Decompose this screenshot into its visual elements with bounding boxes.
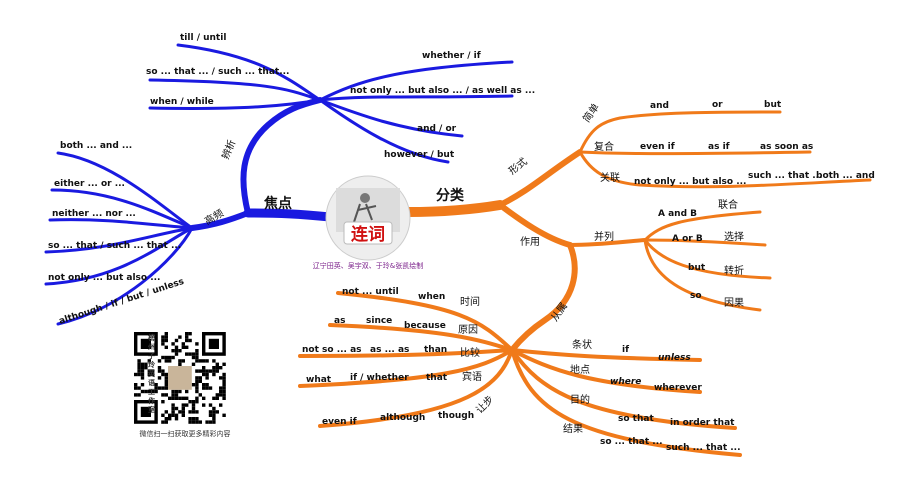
blue-item: not only ... but also ... / as well as .… xyxy=(350,86,535,96)
sub-item: what xyxy=(306,375,332,385)
form-label: 形式 xyxy=(506,155,530,178)
qr-side-text: 榜州子玲英语工作室 xyxy=(147,333,156,414)
center-node: 连词 xyxy=(326,176,410,260)
sub-cn: 结果 xyxy=(563,422,583,435)
coordinate-cn: 联合 xyxy=(718,198,738,211)
sub-item: when xyxy=(418,292,445,302)
qr-caption: 微信扫一扫获取更多精彩内容 xyxy=(140,429,231,438)
sub-item: wherever xyxy=(654,383,702,393)
sub-item: in order that xyxy=(670,418,735,428)
sub-item: not so ... as xyxy=(302,345,362,355)
coordinate-cn: 转折 xyxy=(724,264,744,277)
simple-label: 简单 xyxy=(580,101,602,125)
sub-item: than xyxy=(424,345,447,355)
orange-item: both ... and xyxy=(816,171,875,181)
sub-cn: 地点 xyxy=(570,363,590,376)
sub-cn: 目的 xyxy=(570,393,590,406)
sub-item: as ... as xyxy=(370,345,409,355)
compound-label: 复合 xyxy=(594,140,614,153)
blue-item: till / until xyxy=(180,33,226,43)
coordinate-label: 并列 xyxy=(594,230,614,243)
sub-item: that xyxy=(426,373,448,383)
orange-item: such ... that ... xyxy=(748,171,823,181)
coordinate-en: but xyxy=(688,263,706,273)
sub-item: if / whether xyxy=(350,373,409,383)
sub-item: although xyxy=(380,413,425,423)
blue-item: when / while xyxy=(150,97,214,107)
coordinate-cn: 选择 xyxy=(724,230,744,243)
orange-item: and xyxy=(650,101,669,111)
blue-item: neither ... nor ... xyxy=(52,209,136,219)
classify-label: 分类 xyxy=(436,187,465,204)
sub-item: as xyxy=(334,316,345,326)
orange-item: as if xyxy=(708,142,730,152)
blue-item: both ... and ... xyxy=(60,141,132,151)
sub-item: since xyxy=(366,316,392,326)
blue-item: either ... or ... xyxy=(54,179,125,189)
coordinate-cn: 因果 xyxy=(724,297,744,309)
sub-item: so ... that ... xyxy=(600,437,663,447)
blue-item: whether / if xyxy=(422,51,481,61)
coordinate-en: A and B xyxy=(658,209,697,219)
credit-text: 辽宁田英、吴宇双、于玲&张凯绘制 xyxy=(313,261,423,270)
orange-item: as soon as xyxy=(760,142,813,152)
sub-item: not ... until xyxy=(342,287,399,297)
coordinate-en: A or B xyxy=(672,234,703,244)
sub-item: such ... that ... xyxy=(666,443,741,453)
sub-item: if xyxy=(622,345,629,355)
blue-item: although / if / but / unless xyxy=(58,277,186,327)
sub-item: so that xyxy=(618,414,654,424)
sub-cn: 条状 xyxy=(572,338,592,351)
sub-item: unless xyxy=(658,353,691,363)
sub-item: because xyxy=(404,321,446,331)
blue-item: so ... that ... / such ... that... xyxy=(146,67,289,77)
sub-cn: 让步 xyxy=(474,393,497,416)
focus-label: 焦点 xyxy=(263,195,292,212)
orange-item: or xyxy=(712,100,723,110)
orange-item: even if xyxy=(640,142,675,152)
blue-item: so ... that / such ... that ... xyxy=(48,241,181,251)
orange-item: not only ... but also ... xyxy=(634,177,746,187)
sub-cn: 时间 xyxy=(460,295,480,308)
distinguish-label: 辨析 xyxy=(219,138,239,161)
center-title: 连词 xyxy=(351,224,385,245)
correlative-label: 关联 xyxy=(600,171,620,184)
function-label: 作用 xyxy=(520,236,540,248)
sub-cn: 比较 xyxy=(460,346,480,359)
blue-item: however / but xyxy=(384,150,455,160)
qr-code xyxy=(132,330,228,426)
sub-cn: 宾语 xyxy=(462,370,482,383)
qr-avatar xyxy=(168,366,192,390)
sub-cn: 原因 xyxy=(458,324,478,336)
sub-item: where xyxy=(610,377,641,387)
coordinate-en: so xyxy=(690,291,702,301)
blue-item: and / or xyxy=(417,124,457,134)
blue-item: not only ... but also ... xyxy=(48,273,160,283)
sub-item: though xyxy=(438,411,474,421)
sub-item: even if xyxy=(322,417,357,427)
orange-item: but xyxy=(764,100,782,110)
